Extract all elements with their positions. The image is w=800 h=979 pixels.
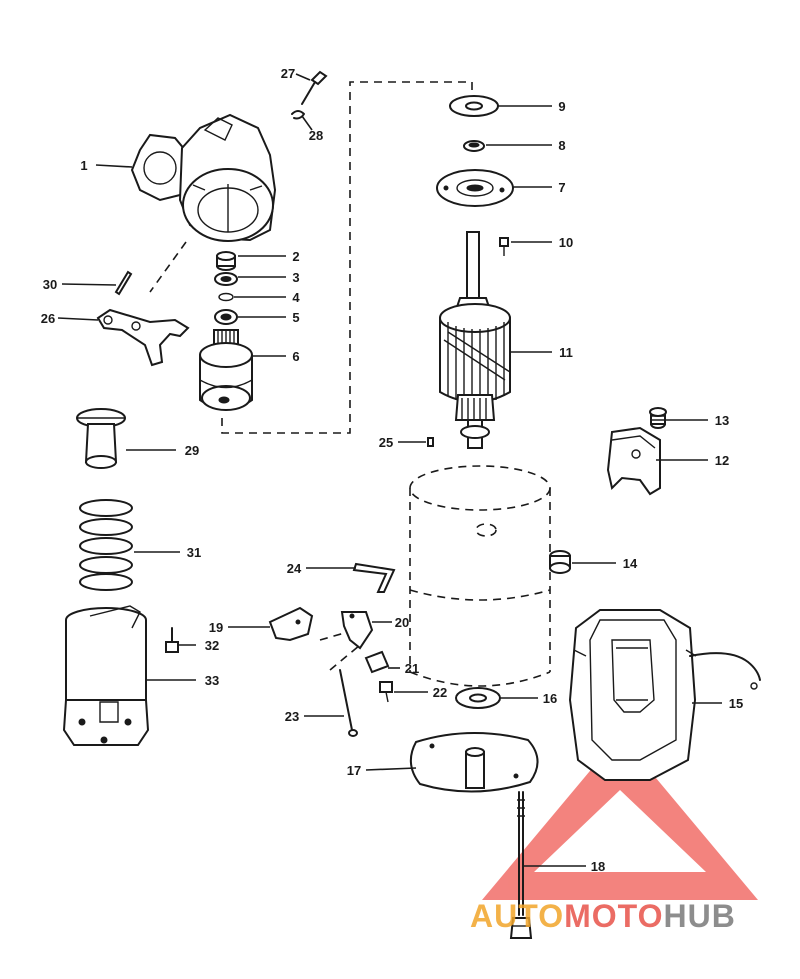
callout-23: 23: [285, 709, 299, 724]
callout-8: 8: [558, 138, 565, 153]
callout-28: 28: [309, 128, 323, 143]
watermark-logo: AUTOMOTOHUB: [470, 898, 736, 934]
callout-27: 27: [281, 66, 295, 81]
callout-32: 32: [205, 638, 219, 653]
callout-17: 17: [347, 763, 361, 778]
insulator-block-part: [606, 426, 661, 496]
thrust-washer-part: [449, 95, 499, 117]
coil-spring-part: [79, 499, 133, 591]
callout-22: 22: [433, 685, 447, 700]
armature: [439, 231, 511, 449]
bushing-part-14: [549, 550, 571, 574]
callout-7: 7: [558, 180, 565, 195]
field-frame-outline: [409, 465, 551, 687]
callout-16: 16: [543, 691, 557, 706]
callout-15: 15: [729, 696, 743, 711]
callout-33: 33: [205, 673, 219, 688]
pin-part: [114, 270, 133, 296]
brush-holder-part-19: [268, 606, 314, 642]
callout-25: 25: [379, 435, 393, 450]
callout-12: 12: [715, 453, 729, 468]
callout-31: 31: [187, 545, 201, 560]
snap-ring-part: [218, 292, 234, 302]
callout-2: 2: [292, 249, 299, 264]
callout-labels: 1 2 3 4 5 6 7 8 9 10 11 12 13 14 15 16 1…: [41, 66, 743, 874]
small-clip-part: [427, 437, 434, 447]
screw-part-22: [379, 681, 393, 703]
callout-10: 10: [559, 235, 573, 250]
spring-clip-part: [352, 562, 396, 593]
callout-21: 21: [405, 661, 419, 676]
brush-part-21: [364, 650, 390, 674]
callout-9: 9: [558, 99, 565, 114]
watermark-text-hub: HUB: [663, 898, 735, 934]
cylinder-cap-part: [76, 408, 126, 469]
commutator-end-plate: [409, 731, 539, 793]
callout-6: 6: [292, 349, 299, 364]
callout-14: 14: [623, 556, 638, 571]
screw-part-10: [499, 237, 509, 256]
through-pin-part-23: [339, 669, 358, 737]
bearing-plate-part: [436, 169, 514, 207]
starter-housing: [568, 609, 761, 781]
lock-washer-part: [291, 110, 305, 120]
drive-pinion-assembly: [199, 329, 253, 411]
washer-part-3: [214, 272, 238, 286]
washer-part-16: [455, 687, 501, 709]
through-bolt: [509, 791, 533, 939]
bolt-part: [301, 70, 328, 105]
collar-part: [214, 309, 238, 325]
watermark-text-moto: MOTO: [564, 898, 663, 934]
callout-19: 19: [209, 620, 223, 635]
shift-lever: [96, 308, 190, 367]
callout-30: 30: [43, 277, 57, 292]
brush-holder-part-20: [340, 611, 374, 650]
drive-end-housing: [130, 113, 277, 242]
svg-text:AUTOMOTOHUB: AUTOMOTOHUB: [470, 898, 736, 934]
callout-26: 26: [41, 311, 55, 326]
callout-3: 3: [292, 270, 299, 285]
callout-20: 20: [395, 615, 409, 630]
watermark-text-auto: AUTO: [470, 898, 564, 934]
callout-13: 13: [715, 413, 729, 428]
bearing-part: [463, 140, 485, 152]
sleeve-part: [216, 251, 236, 271]
callout-18: 18: [591, 859, 605, 874]
callout-29: 29: [185, 443, 199, 458]
solenoid: [62, 605, 150, 746]
callout-11: 11: [559, 345, 573, 360]
plug-part-13: [649, 407, 667, 429]
callout-4: 4: [292, 290, 300, 305]
callout-1: 1: [80, 158, 87, 173]
leader-lines: [57, 73, 722, 867]
callout-24: 24: [287, 561, 302, 576]
callout-5: 5: [292, 310, 299, 325]
screw-part-32: [165, 627, 179, 653]
